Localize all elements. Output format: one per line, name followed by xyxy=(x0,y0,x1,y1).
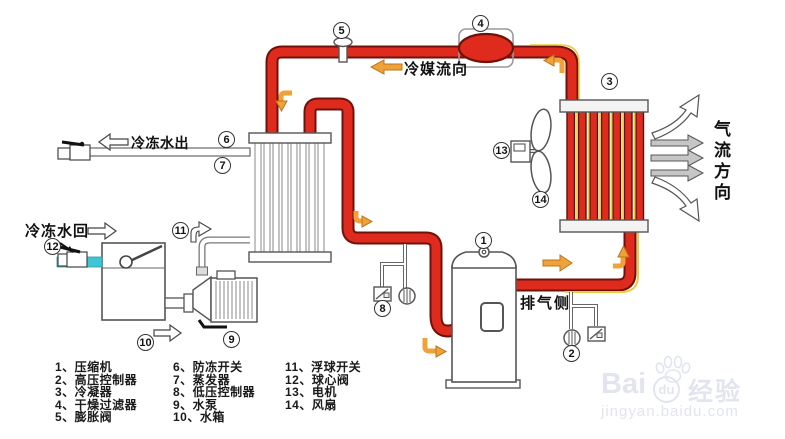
legend-item: 12、球心阀 xyxy=(285,372,350,387)
callout-12-pointer-head xyxy=(66,246,73,252)
callout-12-ball-valve: 12 xyxy=(44,238,61,255)
airflow-direction-label: 气流方向 xyxy=(711,120,730,204)
callout-7-evaporator: 7 xyxy=(214,157,231,174)
callout-10-water-tank: 10 xyxy=(137,334,154,351)
legend-item: 9、水泵 xyxy=(173,397,218,412)
water-flow-arrows xyxy=(87,132,213,343)
high-pressure-controller xyxy=(563,292,606,347)
watermark-url: jingyan.baidu.com xyxy=(601,403,739,420)
callout-5-expansion-valve: 5 xyxy=(333,22,350,39)
legend-item: 1、压缩机 xyxy=(55,360,113,374)
baidu-paw-icon xyxy=(655,355,691,383)
evaporator-top-header xyxy=(248,132,332,144)
discharge-side-label: 排气侧 xyxy=(520,295,572,312)
callout-3-condenser: 3 xyxy=(601,73,618,90)
evaporator-tubes xyxy=(254,137,325,258)
water-pump xyxy=(164,270,258,329)
pipe-yellow-accent xyxy=(530,44,580,110)
condenser-tubes xyxy=(566,105,645,227)
evaporator-bottom-header xyxy=(248,251,332,263)
compressor xyxy=(445,246,521,389)
callout-4-filter-drier: 4 xyxy=(472,15,489,32)
pump-to-evaporator-pipe xyxy=(196,236,250,276)
legend-item: 3、冷凝器 xyxy=(55,385,113,400)
callout-13-motor: 13 xyxy=(493,142,510,159)
chilled-water-out-label: 冷冻水出 xyxy=(131,135,189,151)
refrigerant-flow-label: 冷媒流向 xyxy=(404,61,469,78)
legend-item: 13、电机 xyxy=(285,385,337,400)
fan-blade-bottom xyxy=(530,150,552,194)
chilled-water-out-arrow xyxy=(97,132,129,152)
airflow-arrow-curved-down xyxy=(651,176,700,223)
pump-motor-fins xyxy=(215,281,253,319)
refrigerant-flow-arrows xyxy=(275,54,630,358)
evaporator xyxy=(248,132,332,263)
legend-item: 2、高压控制器 xyxy=(55,372,138,387)
callout-9-water-pump: 9 xyxy=(223,331,240,348)
ball-valve xyxy=(57,245,88,268)
legend-item: 6、防冻开关 xyxy=(173,360,243,374)
pump-flow-arrow xyxy=(153,323,183,343)
tank-inlet xyxy=(56,242,103,268)
legend-column-3: 11、浮球开关 12、球心阀 13、电机 14、风扇 xyxy=(285,361,361,411)
condenser-bottom-header xyxy=(559,219,649,233)
legend-item: 10、水箱 xyxy=(173,410,225,425)
chilled-water-out-pipe xyxy=(57,140,251,161)
low-pressure-controller xyxy=(373,244,416,305)
watermark-du-circle: du xyxy=(653,376,680,403)
legend-column-1: 1、压缩机 2、高压控制器 3、冷凝器 4、干燥过滤器 5、膨胀阀 xyxy=(55,361,137,424)
callout-1-compressor: 1 xyxy=(475,232,492,249)
condenser xyxy=(559,99,649,233)
compressor-nameplate xyxy=(480,302,504,332)
legend-item: 14、风扇 xyxy=(285,397,337,412)
callout-8-low-pressure-controller: 8 xyxy=(374,300,391,317)
water-tank xyxy=(101,242,166,321)
airflow-arrow-curved-up xyxy=(651,93,700,140)
pipe-yellow-accent xyxy=(565,232,639,293)
legend-column-2: 6、防冻开关 7、蒸发器 8、低压控制器 9、水泵 10、水箱 xyxy=(173,361,255,424)
condenser-top-header xyxy=(559,99,649,113)
refrigerant-pipes xyxy=(265,44,639,338)
legend-item: 5、膨胀阀 xyxy=(55,410,113,425)
legend-item: 11、浮球开关 xyxy=(285,360,362,374)
airflow-arrows xyxy=(650,93,705,223)
callout-11-float-switch: 11 xyxy=(172,222,189,239)
watermark-bai-text: Bai xyxy=(601,368,647,400)
callout-2-high-pressure-controller: 2 xyxy=(563,345,580,362)
pump-foot xyxy=(197,319,227,329)
float-switch xyxy=(119,244,163,269)
float-switch-arrow xyxy=(190,221,213,243)
chilled-water-return-arrow xyxy=(87,221,118,241)
fan-assembly xyxy=(510,108,552,194)
legend-item: 7、蒸发器 xyxy=(173,372,231,387)
watermark-jingyan-text: 经验 xyxy=(688,378,743,406)
legend-item: 4、干燥过滤器 xyxy=(55,397,138,412)
chilled-water-return-label: 冷冻水回 xyxy=(25,223,90,240)
legend-item: 8、低压控制器 xyxy=(173,385,256,400)
callout-6-antifreeze-switch: 6 xyxy=(218,131,235,148)
outlet-valve xyxy=(57,140,91,161)
callout-14-fan: 14 xyxy=(532,191,549,208)
fan-blade-top xyxy=(530,108,552,152)
